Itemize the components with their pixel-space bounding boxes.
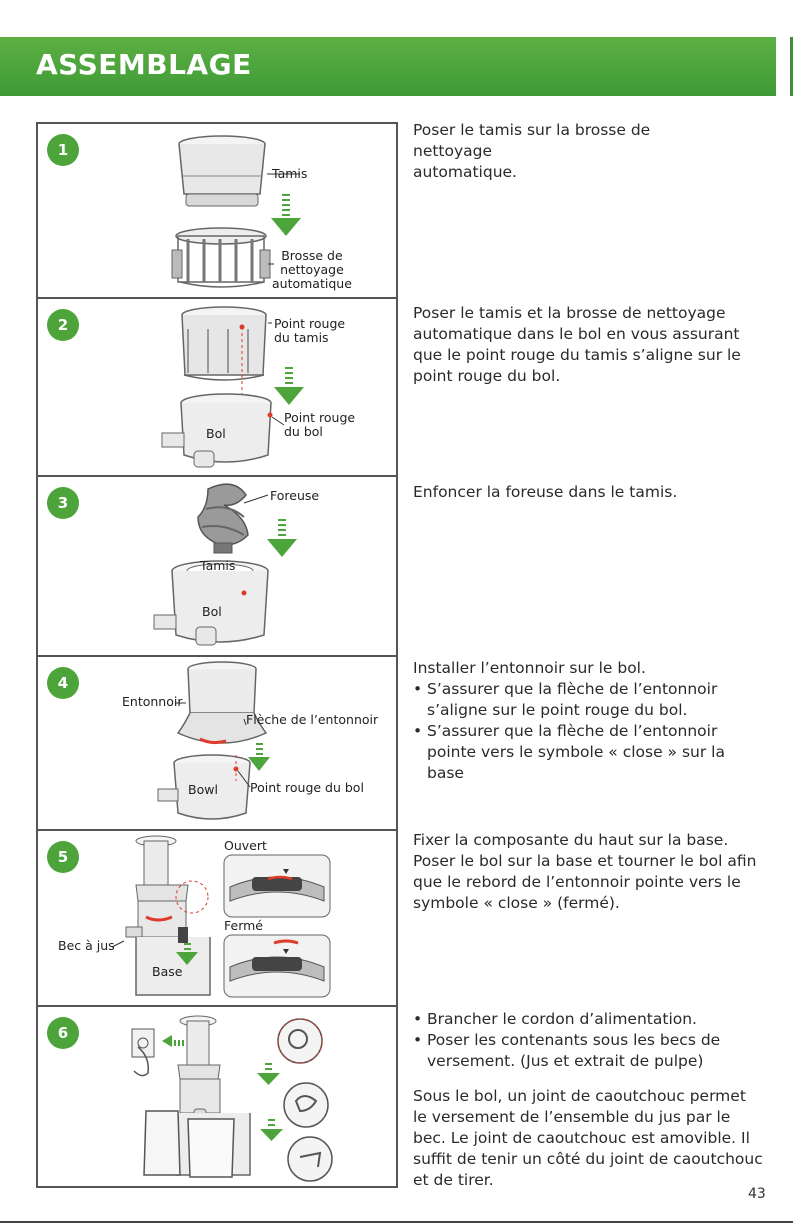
step-3-illustration: [153, 483, 297, 646]
label-ouvert: Ouvert: [224, 838, 267, 853]
label-foreuse: Foreuse: [270, 488, 320, 503]
step-4-illustration: [157, 661, 270, 820]
label-bol: Bol: [206, 426, 226, 441]
page-tab-edge: [790, 37, 793, 96]
step-6-text: Brancher le cordon d’alimentation. Poser…: [413, 1009, 763, 1191]
label-point-tamis: Point rouge du tamis: [274, 316, 346, 345]
step-number-badge: 5: [47, 841, 79, 873]
step-1-illustration: [171, 135, 301, 288]
label-point-bol: Point rouge du bol: [284, 410, 356, 439]
step-number-badge: 3: [47, 487, 79, 519]
step-6-description: Sous le bol, un joint de caoutchouc perm…: [413, 1087, 763, 1189]
step-1-description: Poser le tamis sur la brosse de nettoyag…: [413, 121, 651, 181]
step-5-description: Fixer la composante du haut sur la base.…: [413, 831, 757, 912]
step-4-intro: Installer l’entonnoir sur le bol.: [413, 659, 646, 677]
bullet-item: S’assurer que la flèche de l’entonnoir p…: [413, 721, 763, 784]
step-6-illustration: [131, 1015, 333, 1182]
bottom-rule: [0, 1221, 793, 1223]
step-2-panel: 2 Point rouge du tamis Point rouge du bo…: [38, 299, 396, 477]
label-tamis: Tamis: [200, 558, 236, 573]
page-title: ASSEMBLAGE: [36, 48, 252, 81]
step-3-description: Enfoncer la foreuse dans le tamis.: [413, 483, 678, 501]
step-2-description: Poser le tamis et la brosse de nettoyage…: [413, 304, 741, 385]
label-bol: Bol: [202, 604, 222, 619]
section-banner: ASSEMBLAGE: [0, 37, 776, 96]
step-6-bullets: Brancher le cordon d’alimentation. Poser…: [413, 1009, 763, 1072]
step-number-badge: 1: [47, 134, 79, 166]
step-3-text: Enfoncer la foreuse dans le tamis.: [413, 482, 763, 503]
step-number-badge: 2: [47, 309, 79, 341]
label-fleche: Flèche de l’entonnoir: [246, 712, 379, 727]
bullet-item: Poser les contenants sous les becs de ve…: [413, 1030, 763, 1072]
step-number-badge: 6: [47, 1017, 79, 1049]
label-tamis: Tamis: [272, 166, 308, 181]
step-2-illustration: [161, 306, 304, 468]
step-4-panel: 4 Entonnoir Flèche de l’entonnoir Bowl P…: [38, 657, 396, 831]
bullet-item: Brancher le cordon d’alimentation.: [413, 1009, 763, 1030]
label-point-bol: Point rouge du bol: [250, 780, 364, 795]
label-ferme: Fermé: [224, 918, 263, 933]
step-4-text: Installer l’entonnoir sur le bol. S’assu…: [413, 658, 763, 784]
step-number-badge: 4: [47, 667, 79, 699]
steps-illustration-column: 1 Tamis Brosse de nettoyage automati: [36, 122, 398, 1188]
label-bowl: Bowl: [188, 782, 218, 797]
step-1-panel: 1 Tamis Brosse de nettoyage automati: [38, 124, 396, 299]
step-5-text: Fixer la composante du haut sur la base.…: [413, 830, 763, 914]
label-base: Base: [152, 964, 183, 979]
label-bec: Bec à jus: [58, 938, 115, 953]
step-6-panel: 6: [38, 1007, 396, 1186]
bullet-item: S’assurer que la flèche de l’entonnoir s…: [413, 679, 763, 721]
step-1-text: Poser le tamis sur la brosse de nettoyag…: [413, 120, 763, 183]
step-2-text: Poser le tamis et la brosse de nettoyage…: [413, 303, 763, 387]
step-5-panel: 5: [38, 831, 396, 1007]
label-brosse: Brosse de nettoyage automatique: [272, 248, 352, 291]
step-5-illustration: [111, 835, 331, 998]
step-3-panel: 3 Foreuse Tamis Bol: [38, 477, 396, 657]
page-number: 43: [748, 1186, 766, 1202]
label-entonnoir: Entonnoir: [122, 694, 183, 709]
step-4-bullets: S’assurer que la flèche de l’entonnoir s…: [413, 679, 763, 784]
